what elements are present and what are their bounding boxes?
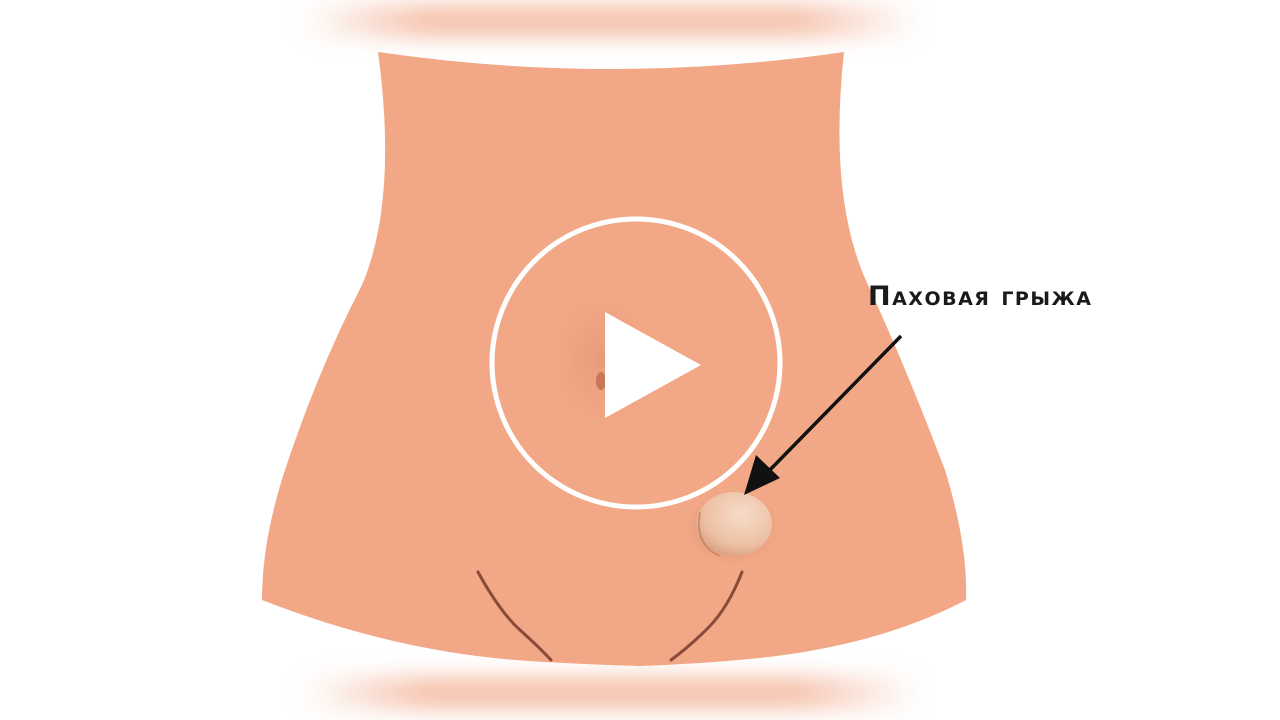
play-button[interactable]: [488, 215, 784, 511]
navel-shading: [533, 268, 673, 452]
callout-arrow-head: [744, 455, 780, 495]
navel: [596, 372, 606, 390]
hernia-label: Паховая грыжа: [868, 281, 1093, 312]
blurred-frame-edge-top: [300, 4, 920, 38]
hernia-outline: [698, 511, 721, 557]
groin-line-left: [476, 570, 553, 662]
blurred-frame-edge-bottom: [300, 676, 920, 710]
groin-line-right: [669, 570, 744, 662]
play-icon: [489, 216, 783, 510]
callout-arrow-shaft: [760, 334, 903, 480]
hernia-bulge: [696, 492, 772, 556]
